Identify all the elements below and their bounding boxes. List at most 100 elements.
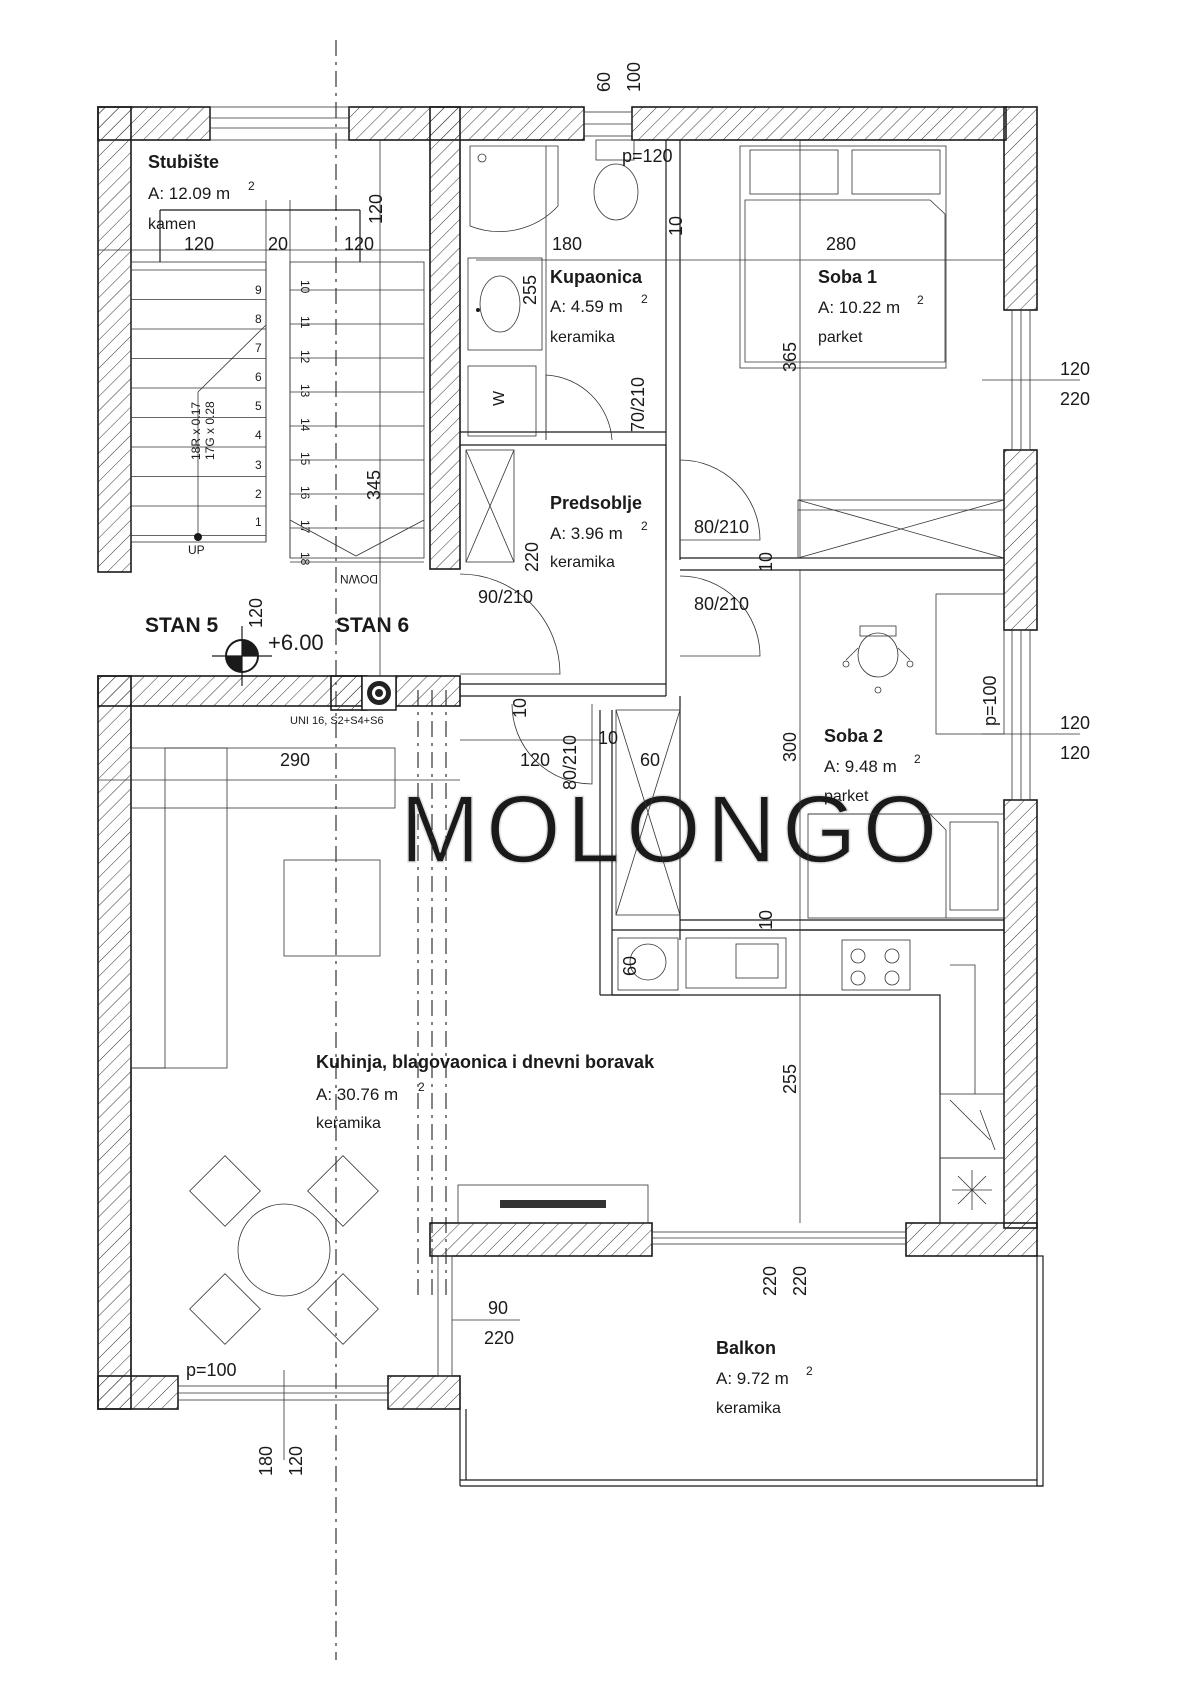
- step-number: 10: [298, 280, 312, 294]
- axis-lines: [335, 40, 447, 1660]
- step-number: 13: [298, 384, 312, 398]
- step-number: 16: [298, 486, 312, 500]
- balcony-outline: [459, 1255, 1044, 1487]
- step-number: 12: [298, 350, 312, 364]
- stair-step-numbers: 1 2 3 4 5 6 7 8 9 10 11 12 13 14 15 16 1…: [255, 280, 312, 566]
- room-material: parket: [818, 329, 863, 346]
- area-exponent: 2: [917, 293, 924, 307]
- dim-label: p=100: [186, 1360, 237, 1380]
- desk-icon: [935, 593, 1005, 735]
- dim-label: 120: [286, 1446, 306, 1476]
- room-area: A: 10.22 m: [818, 298, 900, 317]
- room-material: keramika: [550, 554, 615, 571]
- dim-label: 255: [520, 275, 540, 305]
- step-number: 5: [255, 399, 262, 413]
- door-swings: [459, 374, 761, 785]
- room-material: keramika: [550, 329, 615, 346]
- dimension-labels: 60 100 p=120 120 20 120 120 180 10 280 2…: [184, 62, 1090, 1476]
- step-number: 7: [255, 341, 262, 355]
- dim-label: 120: [344, 234, 374, 254]
- down-label: DOWN: [340, 572, 378, 586]
- coffee-table-icon: [283, 859, 381, 957]
- step-number: 11: [298, 316, 312, 329]
- room-area: A: 12.09 m: [148, 184, 230, 203]
- dim-label: 220: [1060, 389, 1090, 409]
- room-area: A: 9.48 m: [824, 757, 897, 776]
- stan6-label: STAN 6: [336, 614, 409, 637]
- dim-label: 120: [246, 598, 266, 628]
- level-marker-icon: [212, 626, 272, 686]
- room-material: parket: [824, 788, 869, 805]
- windows: [177, 106, 1031, 1401]
- room-stubiste: Stubište A: 12.09 m 2 kamen: [148, 152, 255, 233]
- dim-label: p=120: [622, 146, 673, 166]
- dim-label: 20: [268, 234, 288, 254]
- dim-label: 10: [756, 910, 776, 930]
- room-name: Stubište: [148, 152, 219, 172]
- step-number: 9: [255, 283, 262, 297]
- toilet-icon: [593, 139, 639, 221]
- dimension-lines: [98, 140, 1080, 1460]
- washer-label: W: [491, 390, 508, 406]
- dim-label: 120: [1060, 359, 1090, 379]
- dim-label: 80/210: [694, 594, 749, 614]
- dim-label: 60: [620, 956, 640, 976]
- room-name: Predsoblje: [550, 493, 642, 513]
- sink-icon: [467, 257, 543, 351]
- room-balkon: Balkon A: 9.72 m 2 keramika: [716, 1338, 813, 1417]
- dim-label: 80/210: [560, 735, 580, 790]
- room-name: Balkon: [716, 1338, 776, 1358]
- step-number: 6: [255, 370, 262, 384]
- dim-label: 90/210: [478, 587, 533, 607]
- dim-label: 345: [364, 470, 384, 500]
- washing-machine-icon: [467, 365, 537, 437]
- area-exponent: 2: [806, 1364, 813, 1378]
- dim-label: 10: [510, 698, 530, 718]
- room-kuhinja: Kuhinja, blagovaonica i dnevni boravak A…: [316, 1052, 655, 1132]
- area-exponent: 2: [248, 179, 255, 193]
- room-name: Kuhinja, blagovaonica i dnevni boravak: [316, 1052, 655, 1072]
- dim-label: 120: [520, 750, 550, 770]
- double-bed-icon: [739, 145, 947, 369]
- closet-icon: [465, 449, 515, 563]
- dim-label: 10: [756, 552, 776, 572]
- hall-closet-icon: [615, 709, 681, 916]
- cooktop-icon: [841, 939, 911, 991]
- dim-label: 60: [640, 750, 660, 770]
- step-number: 15: [298, 452, 312, 466]
- dim-label: 180: [552, 234, 582, 254]
- chimney-icon: [361, 675, 397, 711]
- dim-label: 80/210: [694, 517, 749, 537]
- dim-label: 120: [366, 194, 386, 224]
- room-name: Kupaonica: [550, 267, 643, 287]
- fridge-icon: [939, 964, 1005, 1224]
- chimney-label: UNI 16, S2+S4+S6: [290, 715, 384, 727]
- stairs: [130, 200, 425, 563]
- dim-label: 220: [484, 1328, 514, 1348]
- dim-label: 60: [594, 72, 614, 92]
- stairs-going-label: 17G x 0.28: [203, 401, 217, 460]
- room-name: Soba 1: [818, 267, 877, 287]
- step-number: 4: [255, 428, 262, 442]
- room-area: A: 30.76 m: [316, 1085, 398, 1104]
- room-soba2: Soba 2 A: 9.48 m 2 parket: [824, 726, 921, 805]
- kitchen-counter: [612, 929, 1004, 1223]
- step-number: 18: [298, 552, 312, 566]
- room-material: kamen: [148, 216, 196, 233]
- dim-label: 220: [522, 542, 542, 572]
- dim-label: 290: [280, 750, 310, 770]
- level-label: +6.00: [268, 630, 324, 655]
- dim-label: 300: [780, 732, 800, 762]
- sofa-icon: [130, 747, 396, 1069]
- step-number: 17: [298, 520, 312, 534]
- area-exponent: 2: [914, 752, 921, 766]
- dim-label: 90: [488, 1298, 508, 1318]
- dim-label: 120: [1060, 713, 1090, 733]
- area-exponent: 2: [641, 519, 648, 533]
- room-predsoblje: Predsoblje A: 3.96 m 2 keramika: [550, 493, 648, 571]
- step-number: 1: [255, 515, 262, 529]
- dim-label: p=100: [980, 675, 1000, 726]
- dim-label: 255: [780, 1064, 800, 1094]
- room-area: A: 4.59 m: [550, 297, 623, 316]
